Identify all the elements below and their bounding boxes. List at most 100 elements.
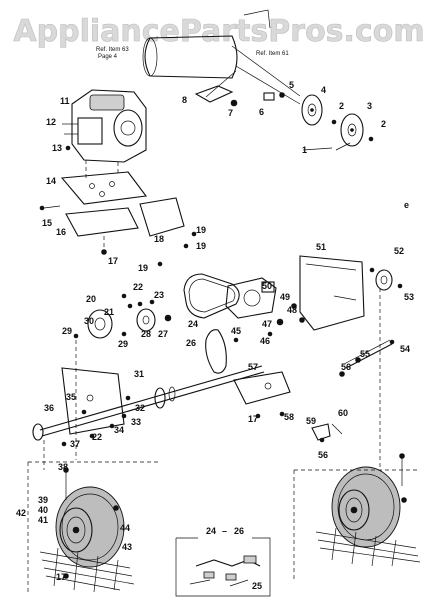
washer-37 <box>61 441 67 447</box>
callout-59: 59 <box>306 416 316 426</box>
callout-50: 50 <box>262 281 272 291</box>
ref-item-61-label: Ref. Item 61 <box>256 51 289 57</box>
side-housing-51 <box>299 255 365 331</box>
callout-58: 58 <box>284 412 294 422</box>
callout-35: 35 <box>66 392 76 402</box>
inset-box <box>175 537 271 597</box>
callout-26a: 26 <box>186 338 196 348</box>
callout-22a: 22 <box>133 282 143 292</box>
washer-32 <box>125 395 131 401</box>
bolt-15 <box>39 205 45 211</box>
bolt-45 <box>233 337 239 343</box>
washer-46 <box>267 331 273 337</box>
callout-41: 41 <box>38 515 48 525</box>
clip-59 <box>311 423 331 441</box>
callout-54: 54 <box>400 344 410 354</box>
callout-14: 14 <box>46 176 56 186</box>
callout-53: 53 <box>404 292 414 302</box>
watermark-text: AppliancePartsPros.com <box>13 14 424 49</box>
callout-51: 51 <box>316 242 326 252</box>
nut-17b <box>255 413 261 419</box>
left-tread-chain <box>39 547 135 593</box>
callout-44: 44 <box>120 523 130 533</box>
callout-39: 39 <box>38 495 48 505</box>
nut-34 <box>109 423 115 429</box>
callout-29a: 29 <box>62 326 72 336</box>
callout-56b: 56 <box>318 450 328 460</box>
transmission-50 <box>225 277 277 319</box>
bolt-13 <box>65 145 71 151</box>
callout-46: 46 <box>260 336 270 346</box>
engine-assembly <box>62 89 147 163</box>
callout-3: 3 <box>367 101 372 111</box>
pin-60 <box>331 423 343 435</box>
engine-mount-plate-14 <box>60 160 148 205</box>
inset-heading-left: 24 <box>206 526 216 536</box>
washer-35 <box>81 409 87 415</box>
bolt-33 <box>121 413 127 419</box>
bolt-56a <box>339 371 345 377</box>
callout-37: 37 <box>70 439 80 449</box>
callout-12: 12 <box>46 117 56 127</box>
callout-16: 16 <box>56 227 66 237</box>
drive-axle-31 <box>39 365 265 437</box>
bearing-47 <box>276 318 284 326</box>
washer-53 <box>397 283 403 289</box>
callout-5: 5 <box>289 80 294 90</box>
callout-27: 27 <box>158 329 168 339</box>
callout-28: 28 <box>141 329 151 339</box>
hub-wheel-4 <box>301 94 323 126</box>
inset-heading-right: 26 <box>234 526 244 536</box>
page-4-label: Page 4 <box>98 54 118 60</box>
callout-34: 34 <box>114 425 124 435</box>
callout-48: 48 <box>287 305 297 315</box>
callout-1: 1 <box>302 145 307 155</box>
callout-57: 57 <box>248 362 258 372</box>
left-side-plate <box>61 367 125 435</box>
washer-5 <box>279 92 285 98</box>
callout-38: 38 <box>58 462 68 472</box>
drive-bracket <box>194 85 234 103</box>
callout-17a: 17 <box>108 256 118 266</box>
callout-52: 52 <box>394 246 404 256</box>
callout-43: 43 <box>122 542 132 552</box>
callout-17b: 17 <box>248 414 258 424</box>
pulley-28 <box>136 308 156 332</box>
washer-29b <box>121 331 127 337</box>
callout-13: 13 <box>52 143 62 153</box>
callout-42: 42 <box>16 508 26 518</box>
bolt-56b <box>319 437 325 443</box>
callout-22b: 22 <box>92 432 102 442</box>
base-plate-16 <box>65 207 139 237</box>
callout-19c: 19 <box>138 263 148 273</box>
knob-52 <box>375 269 393 291</box>
callout-15: 15 <box>42 218 52 228</box>
callout-19b: 19 <box>196 241 206 251</box>
callout-49: 49 <box>280 292 290 302</box>
dashed-leader-lines <box>27 288 420 592</box>
callout-17c: 17 <box>56 572 66 582</box>
callout-18: 18 <box>154 234 164 244</box>
callout-29b: 29 <box>118 339 128 349</box>
right-tread-chain <box>315 527 421 567</box>
callout-55: 55 <box>360 349 370 359</box>
bolt-20 <box>121 293 127 299</box>
callout-6: 6 <box>259 107 264 117</box>
callout-7: 7 <box>228 108 233 118</box>
callout-4: 4 <box>321 85 326 95</box>
bolt-23 <box>149 299 155 305</box>
inset-heading-dash: – <box>222 526 227 536</box>
washer-21 <box>127 303 133 309</box>
callout-20: 20 <box>86 294 96 304</box>
shift-bracket-57 <box>233 371 291 405</box>
bolt-22a <box>137 301 143 307</box>
nut-48 <box>299 317 305 323</box>
callout-56a: 56 <box>341 362 351 372</box>
bolt-19a <box>191 231 197 237</box>
callout-19a: 19 <box>196 225 206 235</box>
axle-tube-assembly <box>142 9 301 105</box>
bolt-22b <box>89 433 95 439</box>
left-wheel-tire <box>55 486 125 568</box>
washer-2b <box>368 136 374 142</box>
right-wheel-tire <box>331 466 401 548</box>
